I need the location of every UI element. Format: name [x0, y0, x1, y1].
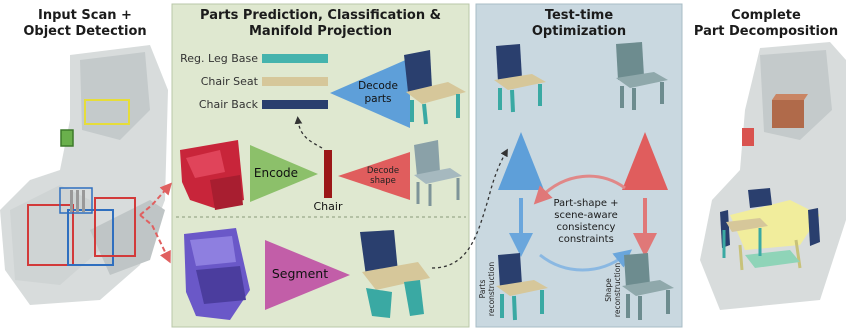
input-column-title: Input Scan + Object Detection — [23, 8, 147, 39]
complete-decomposition-image — [700, 42, 846, 310]
shape-chair-gray — [414, 140, 462, 206]
legend-bar-chair-back — [262, 100, 328, 109]
consistency-arrow-upper — [533, 174, 626, 205]
input-scan-image — [0, 45, 168, 305]
consistency-arrow-lower — [539, 249, 633, 272]
parts-chair-top — [404, 50, 466, 125]
tto-parts-chair-bottom — [496, 253, 548, 321]
legend-bar-leg-base — [262, 54, 328, 63]
segment-triangle — [265, 240, 350, 310]
tto-parts-chair-top — [494, 44, 546, 113]
tto-decode-triangle — [498, 132, 544, 190]
encode-triangle — [250, 145, 318, 202]
encoded-chair-pointcloud — [180, 140, 244, 210]
legend-bar-chair-seat — [262, 77, 328, 86]
decode-parts-label: Decode parts — [358, 80, 398, 105]
tto-shape-triangle — [622, 132, 668, 190]
segment-label: Segment — [271, 266, 329, 281]
legend-label-chair-seat: Chair Seat — [200, 75, 258, 88]
segment-input-pointcloud — [184, 228, 250, 320]
tto-column-title: Test-time Optimization — [531, 8, 627, 39]
parts-column-title: Parts Prediction, Classification & Manif… — [200, 8, 441, 39]
decode-shape-label: Decode shape — [366, 166, 400, 186]
code-to-legend-arrow — [294, 116, 323, 149]
complete-column-title: Complete Part Decomposition — [693, 8, 839, 39]
chair-code-label: Chair — [313, 200, 343, 213]
parts-reconstruction-label: Parts reconstruction — [478, 261, 496, 317]
legend-label-leg-base: Reg. Leg Base — [180, 52, 258, 65]
encode-label: Encode — [253, 166, 299, 180]
decode-shape-triangle — [338, 152, 410, 200]
segmented-chair — [360, 230, 430, 318]
decode-parts-triangle — [330, 58, 410, 128]
legend-label-chair-back: Chair Back — [198, 98, 258, 111]
segment-to-tto-arrow — [431, 148, 508, 269]
constraints-label: Part-shape + scene-aware consistency con… — [553, 198, 619, 245]
shape-reconstruction-label: Shape reconstruction — [604, 262, 622, 318]
tto-shape-chair-bottom — [622, 253, 674, 320]
tto-shape-chair-top — [616, 42, 668, 110]
chair-code-bar — [324, 150, 332, 198]
branch-arrows — [139, 182, 172, 264]
